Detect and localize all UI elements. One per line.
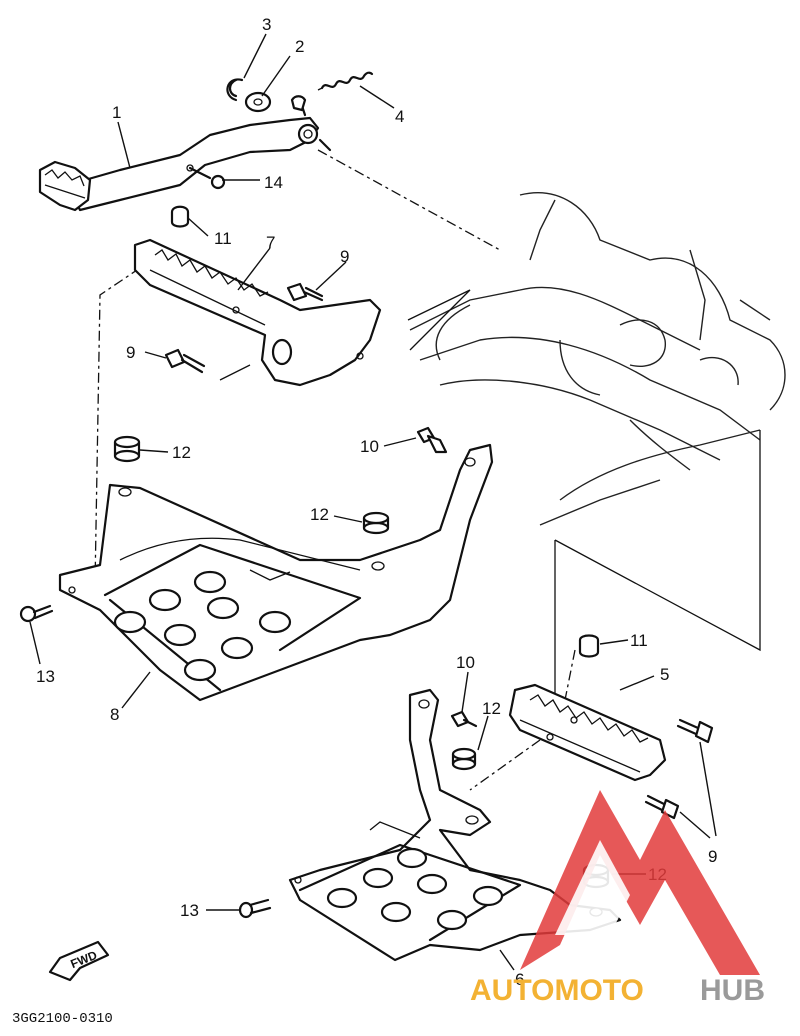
callout-9-right: 9: [708, 847, 717, 866]
bolt-13-left: [19, 604, 54, 623]
frame-outline: [409, 192, 786, 720]
callout-10-top: 10: [360, 437, 379, 456]
watermark-logo: AUTOMOTO HUB: [470, 790, 765, 1007]
brake-pedal: [38, 95, 332, 212]
bolt-9-left-top: [286, 282, 324, 302]
washer: [244, 91, 272, 113]
watermark-text-hub: HUB: [700, 974, 765, 1007]
callout-7: 7: [266, 233, 275, 252]
nut-11-right: [578, 634, 600, 658]
bolt-9-right-bottom: [644, 794, 680, 820]
callout-8: 8: [110, 705, 119, 724]
callout-13-left: 13: [36, 667, 55, 686]
callout-14: 14: [264, 173, 283, 192]
circlip: [226, 78, 244, 102]
callout-13-right: 13: [180, 901, 199, 920]
grommet-12-c: [451, 747, 477, 771]
callout-12-a: 12: [172, 443, 191, 462]
right-footrest: [508, 683, 667, 782]
return-spring: [317, 71, 374, 91]
callout-11-right: 11: [630, 631, 648, 650]
bolt-9-right-top: [676, 718, 714, 744]
grommet-12-b: [362, 511, 390, 535]
bolt-10-right: [450, 710, 478, 728]
callout-4: 4: [395, 107, 404, 126]
left-footrest: [133, 205, 382, 387]
bolt-13-right: [238, 898, 272, 919]
bolt-10-top: [416, 426, 448, 454]
fwd-arrow-icon: FWD: [48, 940, 110, 982]
callout-2: 2: [295, 37, 304, 56]
callout-12-c: 12: [482, 699, 501, 718]
watermark-triangle-icon: [520, 790, 760, 975]
callout-11-left: 11: [214, 229, 232, 248]
guide-lines: [94, 149, 576, 791]
callout-3: 3: [262, 15, 271, 34]
callout-9-left-bottom: 9: [126, 343, 135, 362]
callout-5: 5: [660, 665, 669, 684]
callout-12-b: 12: [310, 505, 329, 524]
callout-6: 6: [515, 970, 524, 989]
pin-bolt: [188, 166, 226, 190]
callout-1: 1: [112, 103, 121, 122]
bolt-9-left-bottom: [164, 348, 206, 374]
left-step-plate: [58, 443, 494, 702]
watermark-text-automoto: AUTOMOTO: [470, 974, 644, 1007]
callout-10-right: 10: [456, 653, 475, 672]
diagram-code: 3GG2100-0310: [12, 1011, 113, 1027]
grommet-12-a: [113, 435, 141, 463]
callout-9-left-top: 9: [340, 247, 349, 266]
